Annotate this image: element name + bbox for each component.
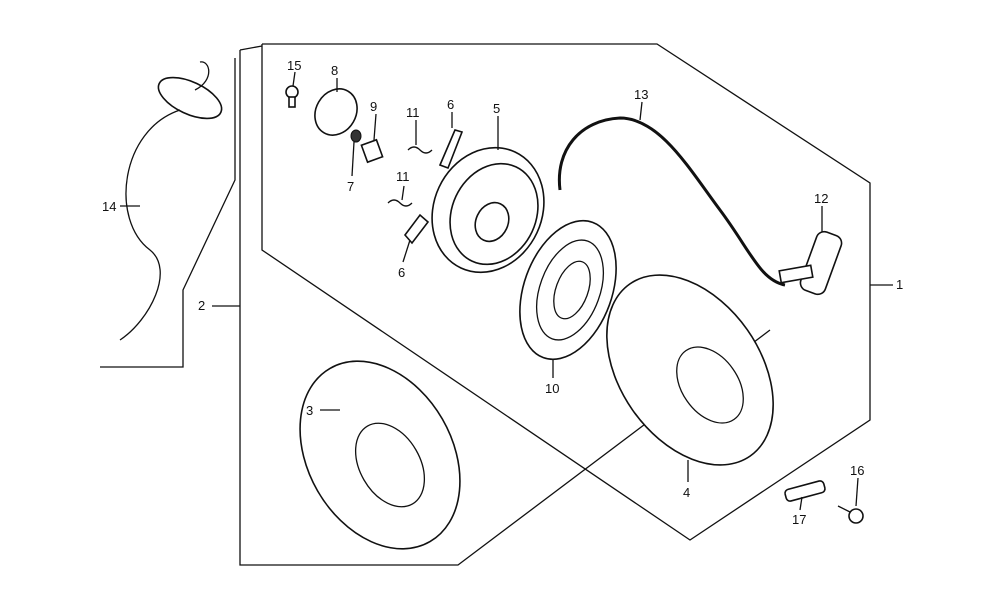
starter-case-part xyxy=(299,360,461,550)
callout-1: 1 xyxy=(896,277,903,292)
callout-2: 2 xyxy=(198,298,205,313)
callout-6-upper: 6 xyxy=(447,97,454,112)
callout-7: 7 xyxy=(347,179,354,194)
callout-16: 16 xyxy=(850,463,864,478)
bolt-collar-parts xyxy=(784,477,864,524)
callout-4: 4 xyxy=(683,485,690,500)
recoil-spring-part xyxy=(519,219,617,378)
callout-12: 12 xyxy=(814,191,828,206)
callout-14: 14 xyxy=(102,199,116,214)
assembly-1-outline xyxy=(261,43,871,541)
starter-grip-part xyxy=(778,206,843,296)
assembly-2-outline xyxy=(239,50,771,566)
callout-6-lower: 6 xyxy=(398,265,405,280)
callout-11-upper: 11 xyxy=(406,105,420,120)
part-14-leader-box xyxy=(100,58,236,368)
grip-cable-part xyxy=(119,61,223,341)
callout-11-lower: 11 xyxy=(396,169,410,184)
callout-10: 10 xyxy=(545,381,559,396)
callout-17: 17 xyxy=(792,512,806,527)
callout-8: 8 xyxy=(331,63,338,78)
callout-5: 5 xyxy=(493,101,500,116)
reel-part xyxy=(431,116,545,274)
callout-3: 3 xyxy=(306,403,313,418)
callout-13: 13 xyxy=(634,87,648,102)
starter-cover-part xyxy=(606,274,774,482)
starter-rope-part xyxy=(557,116,786,287)
assembly-2-top xyxy=(239,45,263,51)
callout-9: 9 xyxy=(370,99,377,114)
small-parts xyxy=(285,71,464,263)
callout-15: 15 xyxy=(287,58,301,73)
